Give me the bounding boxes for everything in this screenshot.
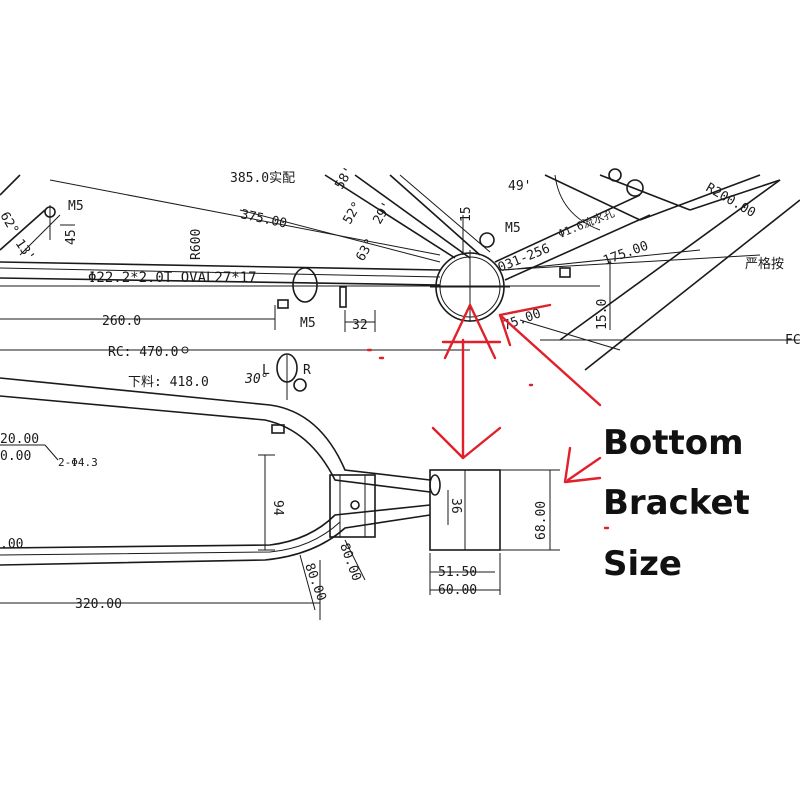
dim-320: 320.00 [75, 597, 122, 612]
callout-line-1: Bottom [603, 423, 744, 463]
arrow-diagonal-head [498, 303, 552, 347]
callout-line-3: Size [603, 544, 682, 584]
dim-49: 49' [508, 179, 531, 194]
dim-29: 29' [370, 199, 395, 227]
dim-80a: 80.00 [336, 541, 363, 583]
dim-30: 30° [244, 372, 268, 387]
dim-00: 0.00 [0, 449, 31, 464]
dim-r: R [303, 363, 311, 378]
callout: Bottom Bracket Size [603, 423, 750, 584]
dim-58: 58' [332, 164, 357, 192]
dim-15a: 15 [459, 206, 474, 222]
dim-175: 175.00 [601, 239, 650, 269]
dim-m5-b: M5 [505, 221, 521, 236]
dim-fc: FC [785, 333, 800, 348]
arrow-right-line [566, 456, 602, 482]
dim-80b: 80.00 [301, 561, 328, 603]
dim-52: 52° [340, 199, 365, 227]
dim-00b: .00 [0, 537, 23, 552]
arrow-right-head [563, 446, 602, 484]
frame-drawing [0, 168, 800, 400]
dim-20: 20.00 [0, 432, 39, 447]
annotation-arrows [366, 303, 610, 530]
dim-chinese: 严格按 [745, 256, 784, 272]
arrow-diagonal-line [498, 313, 602, 407]
dim-r600: R600 [189, 229, 204, 260]
dim-m5-a: M5 [68, 199, 84, 214]
chainstay-drawing [0, 377, 560, 620]
dim-36: 36 [448, 498, 463, 514]
dim-68: 68.00 [534, 501, 549, 540]
dim-2phi: 2-Φ4.3 [58, 456, 98, 469]
dim-6000: 60.00 [438, 583, 477, 598]
dim-l: L [262, 363, 270, 378]
dim-32: 32 [352, 318, 368, 333]
dim-15b: 15.0 [595, 299, 610, 330]
callout-line-2: Bracket [603, 483, 750, 523]
dim-tube: Φ22.2*2.0T OVAL27*17 [88, 270, 257, 286]
dim-45: 45 [64, 229, 79, 245]
dim-260: 260.0 [102, 314, 141, 329]
dim-m5-c: M5 [300, 316, 316, 331]
dim-94: 94 [270, 500, 285, 516]
dim-rc: RC: 470.0 [108, 345, 178, 360]
arrow-down-head [431, 426, 502, 460]
dim-375: 375.00 [239, 207, 288, 231]
dim-385: 385.0实配 [230, 171, 295, 186]
dim-031: 031-256 [496, 241, 552, 275]
dim-cut: 下料: 418.0 [128, 375, 209, 390]
arrow-up-head-left [443, 303, 497, 360]
dim-holes: Φ1.6流水孔 [556, 206, 616, 241]
dim-5150: 51.50 [438, 565, 477, 580]
